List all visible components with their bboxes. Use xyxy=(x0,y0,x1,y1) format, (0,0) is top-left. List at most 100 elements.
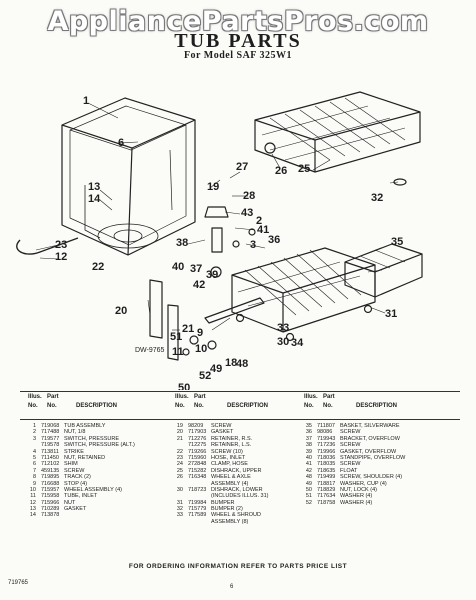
callout-label: 9 xyxy=(197,327,203,339)
description-cell: WASHER (4) xyxy=(340,493,373,500)
description-cell: GASKET, OVERFLOW xyxy=(340,448,397,455)
callout-label: 28 xyxy=(243,190,255,202)
upper-dishrack-drawing xyxy=(254,91,421,173)
callout-label: 31 xyxy=(385,308,397,320)
illus-number-cell: 12 xyxy=(29,499,36,506)
description-cell: TUB ASSEMBLY xyxy=(64,423,106,429)
page-title: TUB PARTS xyxy=(174,30,302,52)
description-cell: SWITCH, PRESSURE (ALT.) xyxy=(64,442,135,449)
header-description: DESCRIPTION xyxy=(227,403,269,409)
callout-label: 6 xyxy=(118,137,124,149)
illus-number-cell: 51 xyxy=(305,493,312,500)
callout-label: 35 xyxy=(391,236,403,248)
part-number-cell: 710289 xyxy=(41,506,60,513)
part-number-cell: 718723 xyxy=(188,486,207,493)
description-cell: SCREW xyxy=(64,467,85,474)
illus-number-cell: 48 xyxy=(305,474,312,481)
description-cell: CLAMP, HOSE xyxy=(211,461,248,468)
part-number-cell: 712102 xyxy=(41,461,60,468)
part-number-cell: 719577 xyxy=(41,435,60,442)
part-number-cell: 716348 xyxy=(188,474,207,481)
part-number-cell: 719895 xyxy=(41,474,60,481)
header-part: Part xyxy=(194,394,206,400)
description-cell: GASKET xyxy=(211,429,234,436)
part-number-cell: 717634 xyxy=(317,493,336,500)
description-cell: NUT xyxy=(64,499,76,506)
part-number-cell: 716688 xyxy=(41,480,60,487)
header-description: DESCRIPTION xyxy=(356,403,398,409)
callout-label: 49 xyxy=(210,363,222,375)
callout-labels: 1 6 13 14 23 12 22 19 27 28 26 25 32 43 … xyxy=(55,95,403,390)
overflow-float-drawing xyxy=(204,206,229,278)
callout-label: 19 xyxy=(207,181,219,193)
illus-number-cell: 25 xyxy=(176,467,183,474)
part-number-cell: 719266 xyxy=(188,448,207,455)
description-cell: WASHER (4) xyxy=(340,499,373,506)
description-cell: FLOAT xyxy=(340,467,358,474)
callout-label: 23 xyxy=(55,239,67,251)
track-rails-drawing xyxy=(149,279,265,361)
illus-number-cell: 42 xyxy=(305,467,312,474)
illus-number-cell: 26 xyxy=(176,474,183,481)
illus-number-cell: 30 xyxy=(176,486,183,493)
description-cell: STRIKE xyxy=(64,448,84,455)
illus-number-cell: 3 xyxy=(32,435,36,442)
illus-number-cell: 50 xyxy=(305,486,312,493)
callout-label: 38 xyxy=(176,237,188,249)
illus-number-cell: 38 xyxy=(305,442,312,449)
illus-number-cell: 21 xyxy=(176,435,183,442)
callout-label: 37 xyxy=(190,263,202,275)
illus-number-cell: 5 xyxy=(32,454,36,461)
header-part: Part xyxy=(47,394,59,400)
callout-label: 27 xyxy=(236,161,248,173)
callout-label: 32 xyxy=(371,192,383,204)
inlet-hose-drawing xyxy=(16,237,79,255)
description-cell: TUBE, INLET xyxy=(64,493,98,500)
illus-number-cell: 39 xyxy=(305,448,312,455)
callout-label: 40 xyxy=(172,261,184,273)
illus-number-cell: 32 xyxy=(176,506,183,513)
description-cell: ASSEMBLY (4) xyxy=(211,480,249,487)
description-cell: WHEEL & SHROUD xyxy=(211,512,261,519)
table-top-rule xyxy=(20,391,460,392)
description-cell: WHEEL ASSEMBLY (4) xyxy=(64,486,122,493)
illus-number-cell: 9 xyxy=(32,480,36,487)
illus-number-cell: 31 xyxy=(176,499,183,506)
part-number-cell: 459135 xyxy=(41,467,60,474)
illus-number-cell: 20 xyxy=(176,429,183,436)
description-cell: NUT, RETAINED xyxy=(64,454,106,461)
callout-label: 30 xyxy=(277,336,289,348)
part-number-cell: 719943 xyxy=(317,435,336,442)
illus-number-cell: 40 xyxy=(305,454,312,461)
part-number-cell: 712275 xyxy=(188,442,207,449)
part-number-cell: 715779 xyxy=(188,506,207,513)
description-cell: ASSEMBLY (8) xyxy=(211,518,249,525)
description-cell: STANDPIPE, OVERFLOW xyxy=(340,454,406,461)
illus-number-cell: 1 xyxy=(32,423,36,429)
illus-number-cell: 24 xyxy=(176,461,183,468)
part-number-cell: 711807 xyxy=(317,423,335,429)
callout-label: 34 xyxy=(291,337,304,349)
illus-number-cell: 6 xyxy=(32,461,36,468)
part-number-cell: 717236 xyxy=(317,442,336,449)
header-part-no: No. xyxy=(323,403,333,409)
illus-number-cell: 22 xyxy=(176,448,183,455)
part-number-cell: 718817 xyxy=(317,480,336,487)
exploded-parts-diagram: 1 6 13 14 23 12 22 19 27 28 26 25 32 43 … xyxy=(16,91,423,390)
illus-number-cell: 35 xyxy=(305,423,312,429)
part-number-cell: 719499 xyxy=(317,474,336,481)
illus-number-cell: 7 xyxy=(32,467,36,474)
header-part: Part xyxy=(323,394,335,400)
description-cell: DISHRACK, LOWER xyxy=(211,486,263,493)
callout-label: 20 xyxy=(115,305,127,317)
part-number-cell: 718635 xyxy=(317,467,336,474)
silverware-basket-drawing xyxy=(344,243,423,298)
description-cell: RETAINER, L.S. xyxy=(211,442,252,449)
part-number-cell: 715282 xyxy=(188,467,207,474)
callout-label: 41 xyxy=(257,224,269,236)
description-cell: WHEEL & AXLE xyxy=(211,474,251,481)
part-number-cell: 713878 xyxy=(41,512,60,519)
callout-label: 50 xyxy=(178,382,190,390)
callout-label: 22 xyxy=(92,261,104,273)
part-number-cell: 718035 xyxy=(317,461,336,468)
